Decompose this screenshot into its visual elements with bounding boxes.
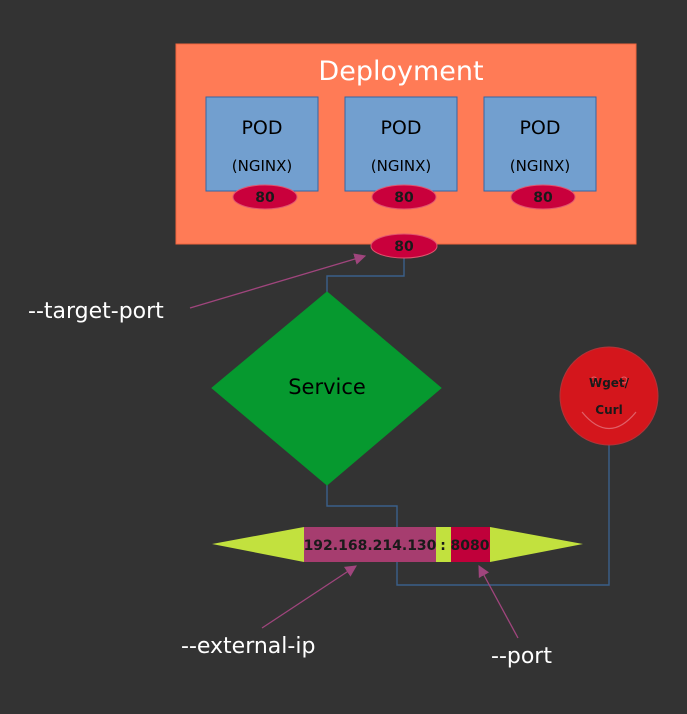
endpoint-arrow: 192.168.214.130 : 8080 (212, 527, 583, 562)
endpoint-port-box (451, 527, 490, 562)
service-diamond: Service (211, 291, 442, 486)
connector-endpoint-to-client (396, 443, 610, 586)
client-circle: Wget/ Curl (559, 346, 659, 446)
pod-3-name: POD (519, 117, 560, 139)
port-annotation: --port (491, 644, 552, 669)
client-eye-left-icon (590, 376, 598, 384)
endpoint-ip-box (304, 527, 436, 562)
client-smile-icon (581, 411, 637, 429)
port-arrow (478, 564, 519, 639)
client-label-line1: Wget/ (589, 376, 630, 390)
pod-3-port: 80 (533, 190, 553, 206)
target-port-oval: 80 (370, 233, 438, 259)
pod-2: POD (NGINX) 80 (344, 96, 458, 210)
pod-1-port-oval (232, 184, 298, 210)
external-ip-arrow (261, 565, 357, 629)
target-port-annotation: --target-port (28, 299, 164, 324)
target-port-arrow (189, 253, 367, 309)
connector-service-to-target-port (326, 258, 405, 292)
pod-1-name: POD (241, 117, 282, 139)
pod-2-name: POD (380, 117, 421, 139)
client-label-line2: Curl (595, 403, 622, 417)
pod-3-app: (NGINX) (510, 157, 570, 175)
connector-service-to-endpoint (326, 485, 398, 527)
pod-1-app: (NGINX) (232, 157, 292, 175)
pod-1: POD (NGINX) 80 (205, 96, 319, 210)
deployment-title: Deployment (318, 56, 483, 87)
pod-2-app: (NGINX) (371, 157, 431, 175)
pod-2-port: 80 (394, 190, 414, 206)
endpoint-separator: : (440, 538, 446, 554)
pod-2-port-oval (371, 184, 437, 210)
endpoint-ip: 192.168.214.130 (304, 538, 437, 554)
pod-3: POD (NGINX) 80 (483, 96, 597, 210)
pod-3-port-oval (510, 184, 576, 210)
pod-1-port: 80 (255, 190, 275, 206)
service-label: Service (288, 375, 366, 399)
target-port-value: 80 (394, 239, 414, 255)
external-ip-annotation: --external-ip (181, 634, 315, 659)
client-eye-right-icon (620, 376, 628, 384)
endpoint-port: 8080 (451, 538, 490, 554)
